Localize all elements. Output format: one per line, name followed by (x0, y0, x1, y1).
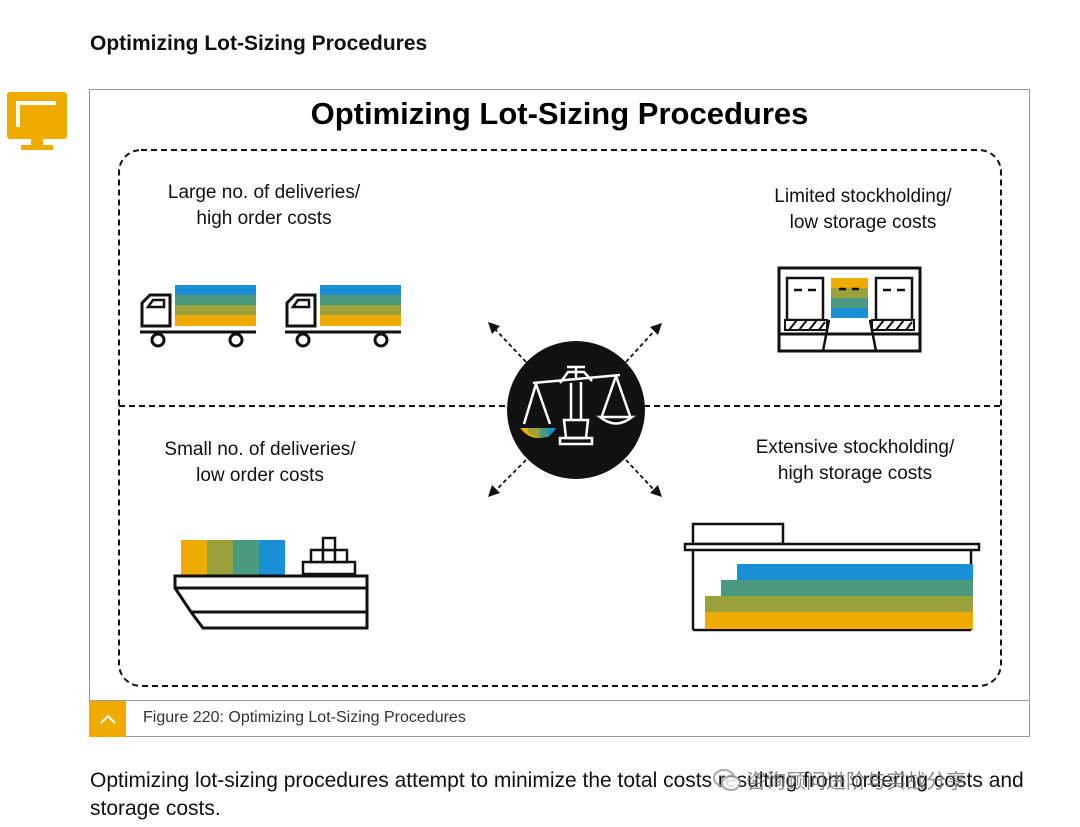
small-warehouse-icon (777, 266, 922, 353)
figure-title: Optimizing Lot-Sizing Procedures (310, 96, 809, 131)
truck-2-icon (285, 285, 401, 348)
wechat-icon (713, 768, 741, 791)
monitor-icon (7, 92, 67, 150)
figure-frame (89, 89, 1030, 737)
figure-caption-bar: Figure 220: Optimizing Lot-Sizing Proced… (89, 700, 1030, 737)
arrows (493, 327, 657, 493)
arrow-head-tl (488, 322, 500, 334)
large-warehouse-icon (683, 522, 981, 632)
quadrant-top-right-label: Limited stockholding/ low storage costs (774, 186, 952, 233)
arrow-head-bl (488, 485, 500, 497)
caption-toggle-button[interactable] (89, 701, 126, 737)
chevron-up-icon (99, 714, 116, 724)
section-heading: Optimizing Lot-Sizing Procedures (90, 32, 428, 55)
quadrant-top-left-label: Large no. of deliveries/ high order cost… (167, 182, 361, 229)
arrow-head-tr (650, 323, 662, 335)
body-paragraph: Optimizing lot-sizing procedures attempt… (90, 769, 1024, 820)
cargo-ship-icon (173, 536, 369, 630)
quadrant-bottom-left-label: Small no. of deliveries/ low order costs (164, 439, 356, 486)
figure-caption: Figure 220: Optimizing Lot-Sizing Proced… (143, 709, 466, 726)
watermark-text: 咨询顾问进阶与实战分享 (746, 771, 966, 793)
arrow-head-br (650, 485, 662, 497)
watermark: 咨询顾问进阶与实战分享 (712, 765, 966, 794)
trucks-icon (140, 285, 401, 348)
quadrant-bottom-right-label: Extensive stockholding/ high storage cos… (755, 437, 955, 484)
balance-scale-icon (507, 341, 645, 479)
truck-1-icon (140, 285, 256, 348)
